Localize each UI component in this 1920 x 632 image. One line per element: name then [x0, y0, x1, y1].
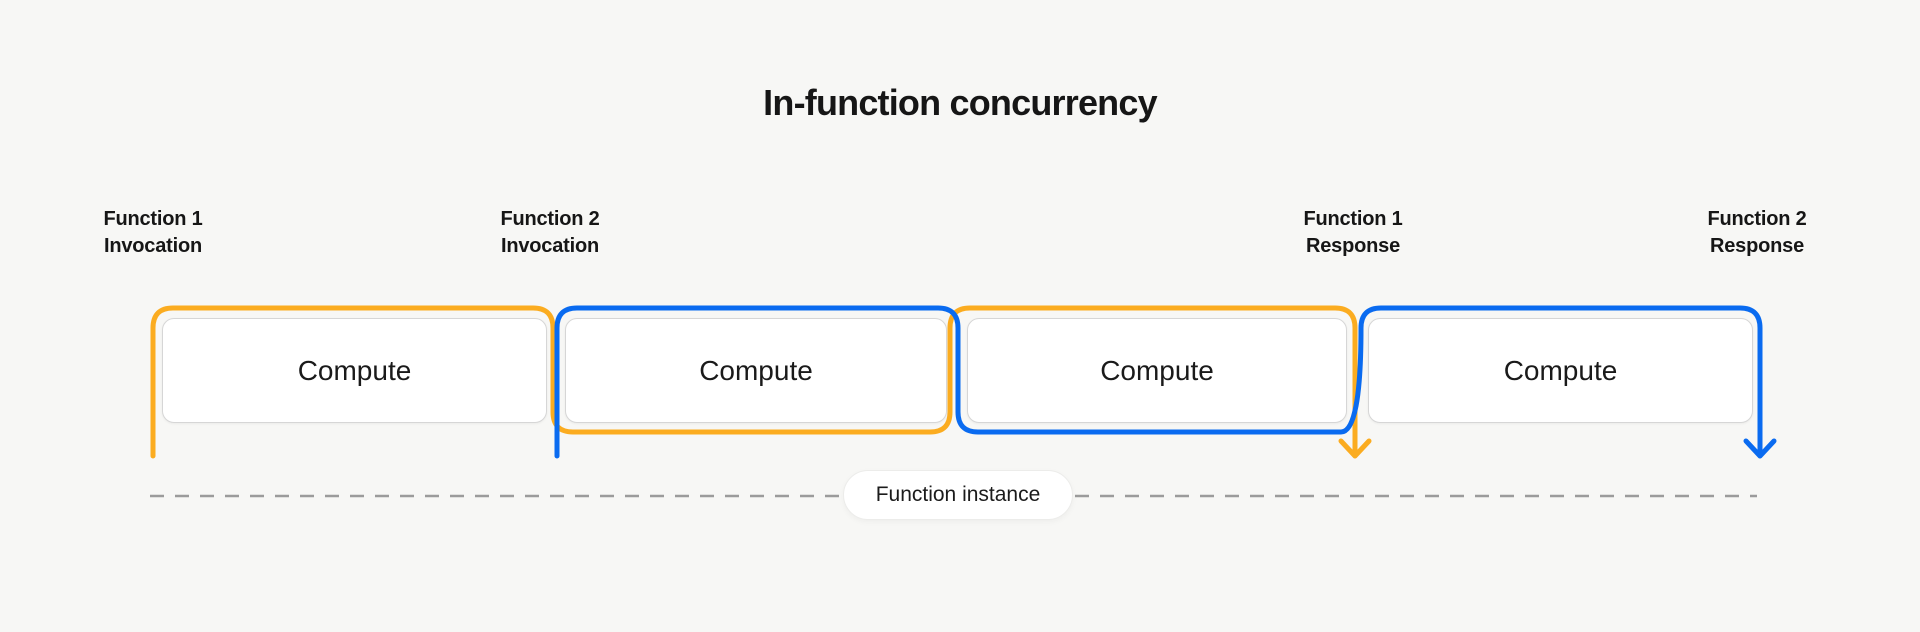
function1-path	[150, 305, 1358, 459]
label-function1-invocation: Function 1 Invocation	[43, 206, 263, 260]
label-function2-invocation: Function 2 Invocation	[440, 206, 660, 260]
function1-arrowhead-icon	[1338, 438, 1372, 459]
label-function1-response: Function 1 Response	[1243, 206, 1463, 260]
function-instance-pill: Function instance	[843, 470, 1073, 520]
compute-box-2: Compute	[565, 318, 947, 423]
label-line2: Response	[1710, 235, 1804, 257]
function2-path	[554, 305, 1763, 459]
label-line1: Function 2	[1707, 208, 1807, 230]
compute-box-4: Compute	[1368, 318, 1753, 423]
compute-box-label: Compute	[1100, 354, 1214, 386]
compute-box-label: Compute	[1503, 354, 1618, 386]
diagram-title: In-function concurrency	[763, 82, 1157, 123]
label-line1: Function 2	[500, 208, 600, 230]
compute-box-label: Compute	[297, 354, 412, 386]
compute-box-label: Compute	[699, 354, 813, 386]
label-function2-response: Function 2 Response	[1647, 206, 1867, 260]
label-line1: Function 1	[103, 208, 203, 230]
function2-arrowhead-icon	[1743, 438, 1777, 459]
compute-box-3: Compute	[967, 318, 1347, 423]
compute-box-1: Compute	[162, 318, 547, 423]
label-line1: Function 1	[1303, 208, 1403, 230]
label-line2: Invocation	[103, 235, 202, 257]
label-line2: Response	[1306, 235, 1400, 257]
label-line2: Invocation	[500, 235, 599, 257]
